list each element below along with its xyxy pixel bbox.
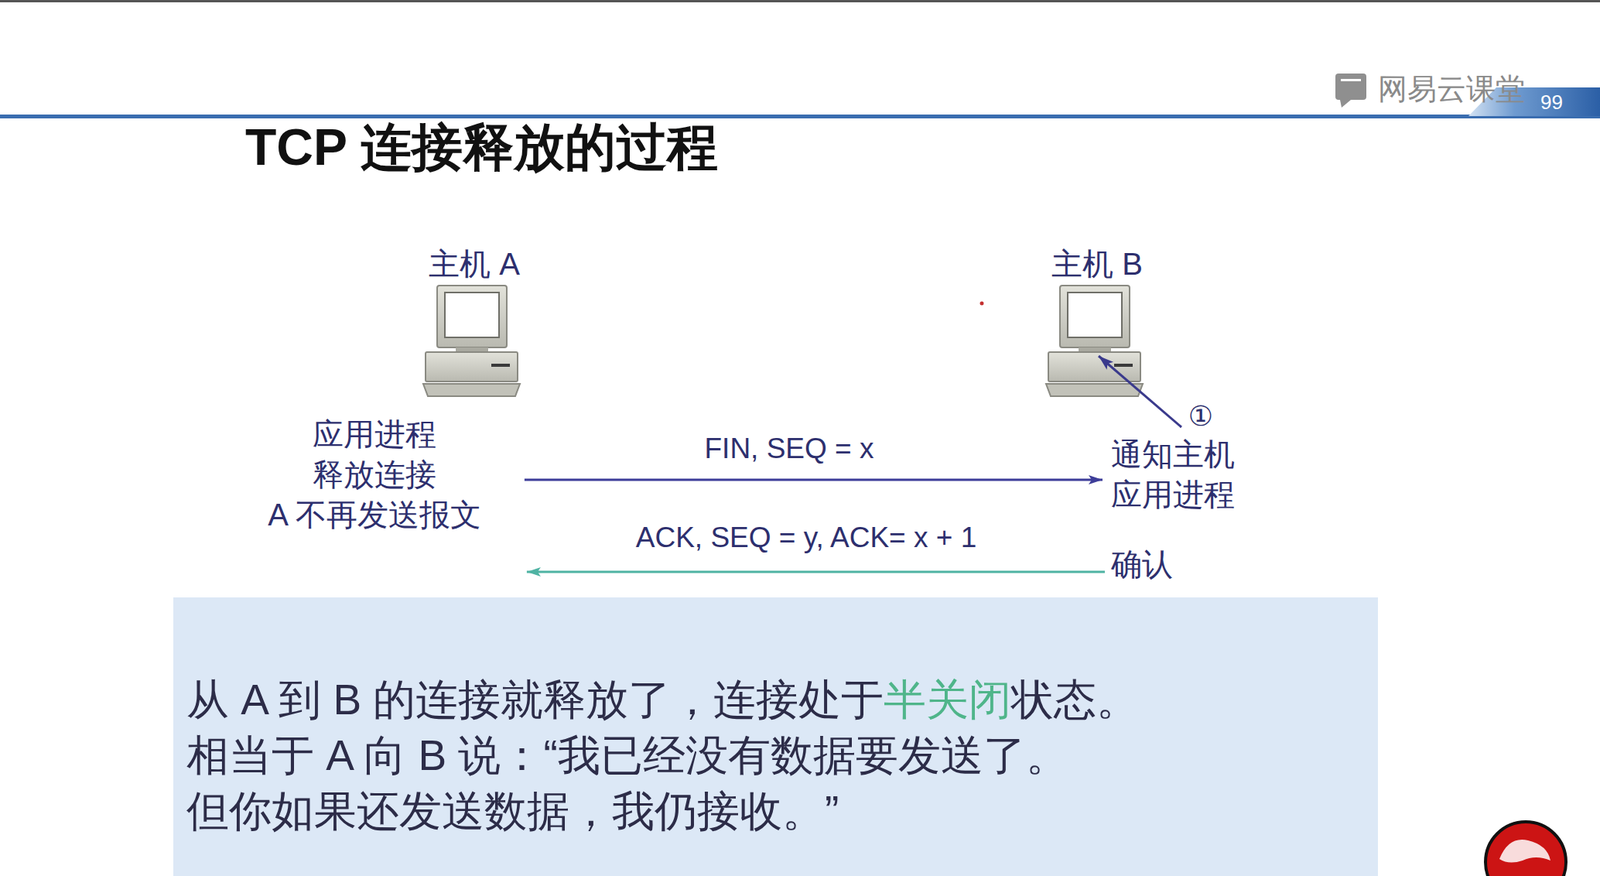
text-line: 通知主机 应用进程 <box>1111 434 1259 515</box>
process-note: 通知主机 应用进程 <box>1111 437 1235 512</box>
computer-icon <box>423 285 520 397</box>
text-line: 应用进程 释放连接 <box>258 413 491 495</box>
callout-number: ① <box>1188 400 1214 432</box>
host-name: 主机 B <box>1051 246 1143 281</box>
page-number: 99 <box>1540 91 1563 115</box>
text-line: 主机 B <box>1035 246 1159 282</box>
message-arrow <box>524 478 1103 482</box>
computer-icon <box>1046 285 1143 397</box>
logo-icon <box>1335 73 1367 108</box>
text-line: 确认 <box>1111 543 1259 585</box>
summary-text: 从 A 到 B 的连接就释放了，连接处于 <box>186 675 884 724</box>
slide-title: TCP 连接释放的过程 <box>245 116 718 178</box>
text-line: 但你如果还发送数据，我仍接收。” <box>186 782 1363 839</box>
host-a-node: 主机 A 应用进程 释放连接 A 不再发送报文 <box>255 243 525 538</box>
top-rule <box>0 0 1600 3</box>
ack-note: 确认 <box>1111 547 1173 582</box>
summary-panel: 从 A 到 B 的连接就释放了，连接处于半关闭状态。相当于 A 向 B 说：“我… <box>173 597 1378 876</box>
message-label: ACK, SEQ = y, ACK= x + 1 <box>632 520 980 555</box>
text-line: 主机 A <box>412 246 537 282</box>
leader-arrow <box>1098 355 1182 428</box>
text-line: 相当于 A 向 B 说：“我已经没有数据要发送了。 <box>186 727 1363 783</box>
process-note: 应用进程 释放连接 <box>312 417 437 492</box>
summary-text: 但你如果还发送数据，我仍接收。” <box>186 786 839 835</box>
red-hat-logo <box>1485 821 1566 876</box>
logo-text: 网易云课堂 <box>1377 72 1525 107</box>
pointer-dot <box>980 301 985 306</box>
message-label: FIN, SEQ = x <box>701 431 878 466</box>
message-arrow <box>526 570 1105 574</box>
summary-text: 状态。 <box>1011 675 1139 724</box>
text-line: 从 A 到 B 的连接就释放了，连接处于半关闭状态。 <box>186 671 1363 728</box>
host-name: 主机 A <box>428 246 520 281</box>
header-rule <box>0 114 1600 119</box>
summary-text: 相当于 A 向 B 说：“我已经没有数据要发送了。 <box>186 731 1069 780</box>
highlight-term: 半关闭 <box>883 675 1012 724</box>
host-b-node: 主机 B通知主机 应用进程确认 <box>1104 243 1260 585</box>
text-line: A 不再发送报文 <box>258 494 491 535</box>
process-note: A 不再发送报文 <box>267 497 482 532</box>
